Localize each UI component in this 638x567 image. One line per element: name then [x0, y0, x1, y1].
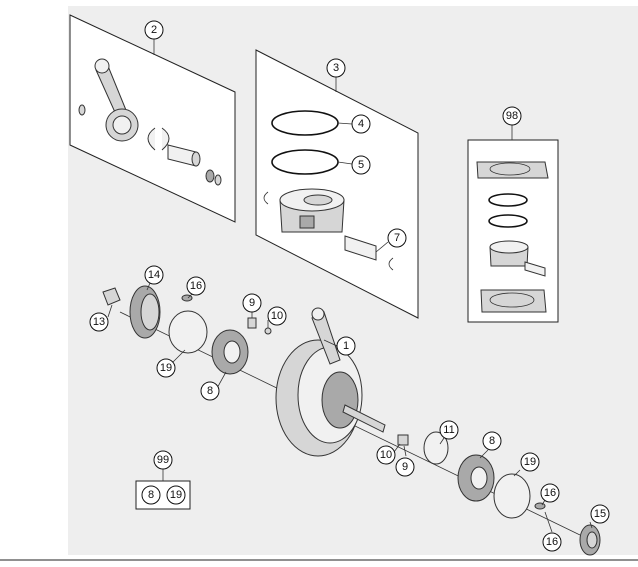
connecting-rod-part	[94, 58, 139, 142]
shim-washer-part	[493, 473, 531, 519]
nut-part	[102, 287, 121, 306]
crankshaft-assembly	[102, 285, 601, 556]
callout-9-lower: 9	[395, 457, 415, 477]
svg-text:16: 16	[544, 487, 556, 499]
oil-plug-part	[247, 317, 257, 329]
circlip-part	[388, 257, 394, 271]
callout-8-right: 8	[482, 431, 502, 451]
svg-text:16: 16	[546, 536, 558, 548]
callout-16-lower: 16	[542, 532, 562, 552]
callout-19-kit: 19	[166, 485, 186, 505]
ring-part	[488, 214, 528, 228]
svg-text:13: 13	[93, 316, 105, 328]
callout-16-upper: 16	[186, 276, 206, 296]
callout-11: 11	[439, 420, 459, 440]
small-pin-part	[524, 261, 546, 277]
oil-plug-part	[397, 434, 409, 446]
svg-text:7: 7	[394, 232, 400, 244]
svg-text:4: 4	[358, 118, 364, 130]
svg-text:19: 19	[524, 456, 536, 468]
piston-pin-part	[167, 144, 201, 167]
callout-16-right: 16	[540, 483, 560, 503]
callout-8-left: 8	[200, 381, 220, 401]
svg-text:16: 16	[190, 280, 202, 292]
gasket-set-panel	[467, 139, 559, 323]
callout-8-kit: 8	[141, 485, 161, 505]
svg-text:2: 2	[151, 24, 157, 36]
primary-gear-part	[579, 524, 601, 556]
callout-19-left: 19	[156, 358, 176, 378]
piston-part	[279, 188, 345, 233]
callout-10-lower: 10	[376, 445, 396, 465]
bearing-shells-part	[147, 127, 170, 151]
leader-lines	[107, 39, 593, 533]
svg-text:99: 99	[157, 454, 169, 466]
callout-5: 5	[351, 155, 371, 175]
callout-14: 14	[144, 265, 164, 285]
svg-text:8: 8	[207, 385, 213, 397]
callout-1: 1	[336, 336, 356, 356]
svg-text:9: 9	[249, 297, 255, 309]
svg-text:10: 10	[380, 449, 392, 461]
callout-98: 98	[502, 106, 522, 126]
svg-text:8: 8	[489, 435, 495, 447]
circlip-part	[263, 191, 269, 205]
svg-text:19: 19	[160, 362, 172, 374]
svg-text:5: 5	[358, 159, 364, 171]
svg-text:98: 98	[506, 110, 518, 122]
callout-2: 2	[144, 20, 164, 40]
shim-part	[423, 431, 449, 465]
svg-text:19: 19	[170, 489, 182, 501]
small-piston-part	[489, 240, 529, 267]
ring-part	[488, 193, 528, 207]
callout-4: 4	[351, 114, 371, 134]
svg-text:8: 8	[148, 489, 154, 501]
connecting-rod-kit-panel	[69, 14, 236, 223]
callout-13: 13	[89, 312, 109, 332]
svg-text:1: 1	[343, 340, 349, 352]
callout-10-upper: 10	[267, 306, 287, 326]
callout-99: 99	[153, 450, 173, 470]
callout-3: 3	[326, 58, 346, 78]
callout-7: 7	[387, 228, 407, 248]
main-bearing-right-part	[457, 454, 495, 502]
needle-bearing-part	[205, 169, 215, 183]
timing-gear-part	[129, 285, 161, 339]
svg-text:15: 15	[594, 508, 606, 520]
svg-text:14: 14	[148, 269, 160, 281]
callout-19-right: 19	[520, 452, 540, 472]
callout-9-upper: 9	[242, 293, 262, 313]
woodruff-key-part	[534, 502, 546, 510]
callout-15: 15	[590, 504, 610, 524]
cylinder-head-gasket-part	[476, 161, 549, 179]
svg-text:10: 10	[271, 310, 283, 322]
svg-text:3: 3	[333, 62, 339, 74]
svg-text:9: 9	[402, 461, 408, 473]
crankshaft-part	[275, 307, 386, 457]
thrust-washer-part	[214, 174, 222, 186]
o-ring-part	[264, 327, 272, 335]
thrust-washer-part	[78, 104, 86, 116]
svg-text:11: 11	[443, 424, 454, 436]
piston-pin-part	[344, 235, 377, 261]
main-bearing-left-part	[211, 329, 249, 375]
shim-washer-part	[168, 310, 208, 354]
